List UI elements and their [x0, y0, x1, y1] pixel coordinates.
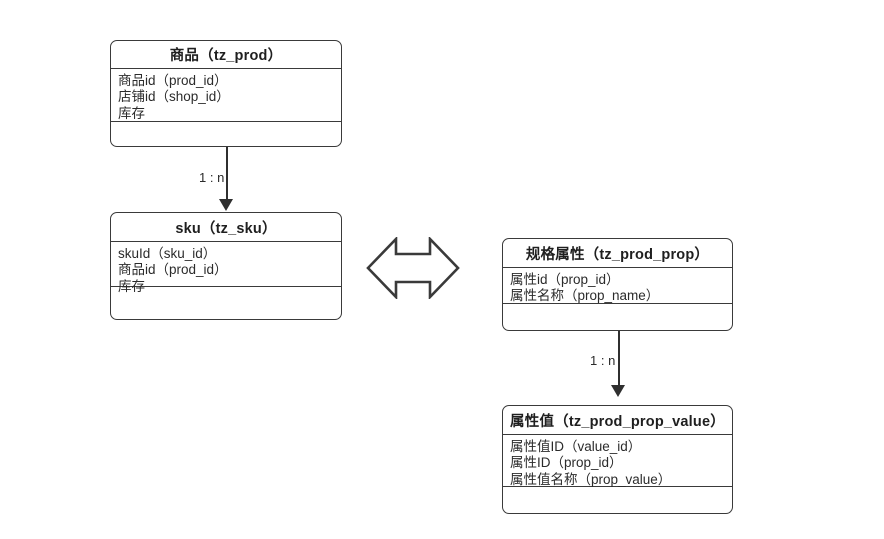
attribute-row: 属性ID（prop_id） [510, 455, 623, 471]
attribute-row: 商品id（prod_id） [118, 262, 228, 278]
entity-box-tz-prod-prop-value[interactable]: 属性值（tz_prod_prop_value） 属性值ID（value_id） … [502, 405, 733, 514]
entity-title-tz-sku: sku（tz_sku） [111, 213, 341, 242]
entity-footer-tz-prod [111, 122, 341, 146]
attribute-row: 属性名称（prop_name） [510, 288, 660, 304]
attribute-row: 库存 [118, 105, 145, 121]
arrowhead-down-icon [611, 385, 626, 397]
entity-title-tz-prod-prop: 规格属性（tz_prod_prop） [503, 239, 732, 268]
entity-title-tz-prod-prop-value: 属性值（tz_prod_prop_value） [503, 406, 732, 435]
attribute-row: 库存 [118, 278, 145, 294]
entity-box-tz-sku[interactable]: sku（tz_sku） skuId（sku_id） 商品id（prod_id） … [110, 212, 342, 320]
entity-title-tz-prod: 商品（tz_prod） [111, 41, 341, 69]
connector-line [618, 331, 620, 391]
attribute-row: 属性id（prop_id） [510, 272, 620, 287]
entity-attributes-tz-sku: skuId（sku_id） 商品id（prod_id） 库存 [111, 242, 341, 294]
entity-box-tz-prod[interactable]: 商品（tz_prod） 商品id（prod_id） 店铺id（shop_id） … [110, 40, 342, 147]
attribute-row: 属性值名称（prop_value） [510, 471, 672, 487]
entity-box-tz-prod-prop[interactable]: 规格属性（tz_prod_prop） 属性id（prop_id） 属性名称（pr… [502, 238, 733, 331]
attribute-row: 店铺id（shop_id） [118, 89, 230, 105]
connector-label-cardinality: 1 : n [590, 353, 616, 368]
connector-label-cardinality: 1 : n [199, 170, 225, 185]
entity-footer-tz-sku [111, 287, 341, 319]
left-right-arrow-icon [366, 235, 460, 301]
attribute-row: skuId（sku_id） [118, 246, 217, 261]
entity-attributes-tz-prod: 商品id（prod_id） 店铺id（shop_id） 库存 [111, 69, 341, 122]
attribute-row: 商品id（prod_id） [118, 73, 228, 88]
connector-line [226, 147, 228, 205]
entity-attributes-tz-prod-prop-value: 属性值ID（value_id） 属性ID（prop_id） 属性值名称（prop… [503, 435, 732, 487]
attribute-row: 属性值ID（value_id） [510, 439, 642, 454]
entity-footer-tz-prod-prop [503, 304, 732, 330]
entity-footer-tz-prod-prop-value [503, 487, 732, 513]
entity-attributes-tz-prod-prop: 属性id（prop_id） 属性名称（prop_name） [503, 268, 732, 304]
arrowhead-down-icon [219, 199, 234, 211]
